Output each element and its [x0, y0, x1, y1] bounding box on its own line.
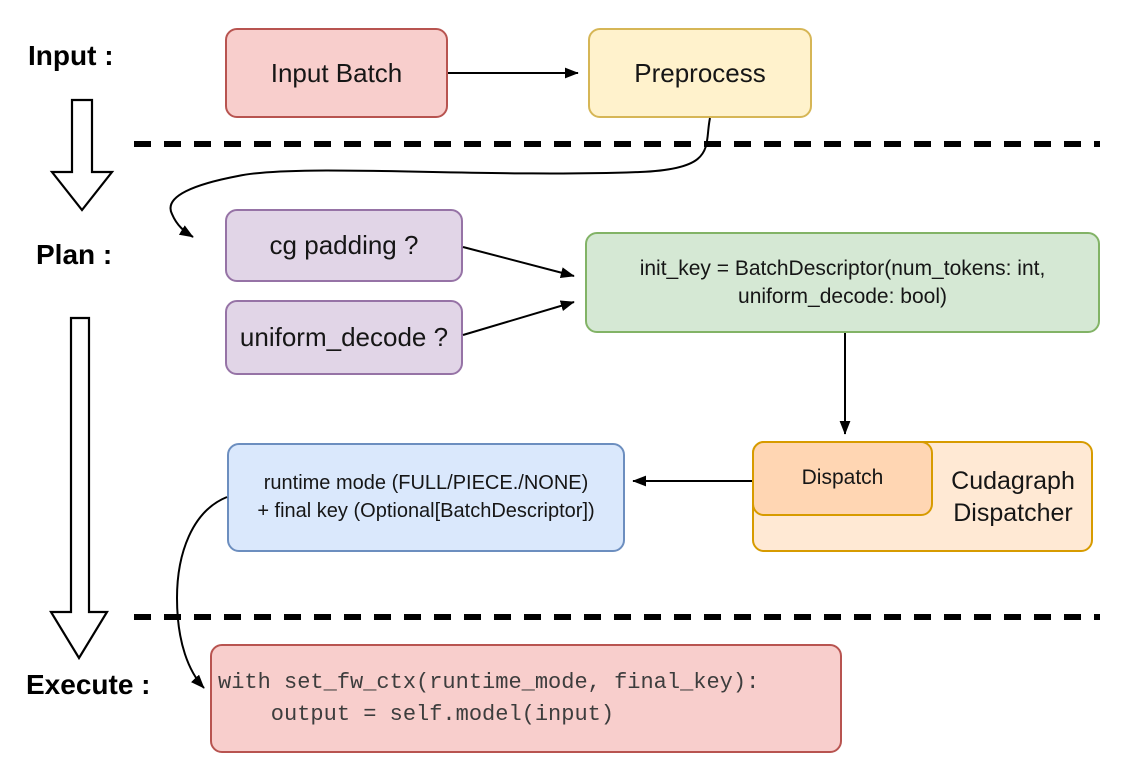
- runtime-mode-line1: runtime mode (FULL/PIECE./NONE): [263, 471, 589, 494]
- plan-to-execute-arrow-icon: [49, 316, 109, 661]
- execute-code-node: with set_fw_ctx(runtime_mode, final_key)…: [210, 644, 842, 753]
- runtime-mode-line2: + final key (Optional[BatchDescriptor]): [257, 499, 595, 522]
- cudagraph-dispatcher-line1: Cudagraph: [951, 466, 1075, 495]
- input-batch-node: Input Batch: [225, 28, 448, 118]
- input-to-plan-arrow-icon: [49, 98, 115, 212]
- uniform-decode-label: uniform_decode ?: [239, 322, 449, 353]
- arrow-uniform-decode-to-init-key: [462, 300, 575, 336]
- init-key-line1: init_key = BatchDescriptor(num_tokens: i…: [639, 256, 1046, 280]
- dispatch-node: Dispatch: [752, 441, 933, 516]
- execute-code-line2: output = self.model(input): [218, 701, 615, 727]
- init-key-line2: uniform_decode: bool): [738, 284, 947, 308]
- cg-padding-node: cg padding ?: [225, 209, 463, 282]
- runtime-mode-node: runtime mode (FULL/PIECE./NONE) + final …: [227, 443, 625, 552]
- stage-label-input: Input :: [28, 40, 114, 71]
- input-batch-label: Input Batch: [270, 57, 403, 88]
- init-key-node: init_key = BatchDescriptor(num_tokens: i…: [585, 232, 1100, 333]
- arrow-cg-padding-to-init-key: [462, 246, 575, 278]
- cudagraph-dispatcher-label: Cudagraph Dispatcher: [933, 441, 1093, 552]
- dispatch-label: Dispatch: [801, 466, 884, 490]
- stage-label-execute: Execute :: [26, 669, 151, 700]
- stage-label-plan: Plan :: [36, 239, 113, 270]
- uniform-decode-node: uniform_decode ?: [225, 300, 463, 375]
- execute-code-line1: with set_fw_ctx(runtime_mode, final_key)…: [218, 670, 760, 696]
- cudagraph-dispatcher-line2: Dispatcher: [953, 498, 1073, 527]
- preprocess-node: Preprocess: [588, 28, 812, 118]
- cg-padding-label: cg padding ?: [269, 230, 419, 261]
- preprocess-label: Preprocess: [634, 57, 766, 88]
